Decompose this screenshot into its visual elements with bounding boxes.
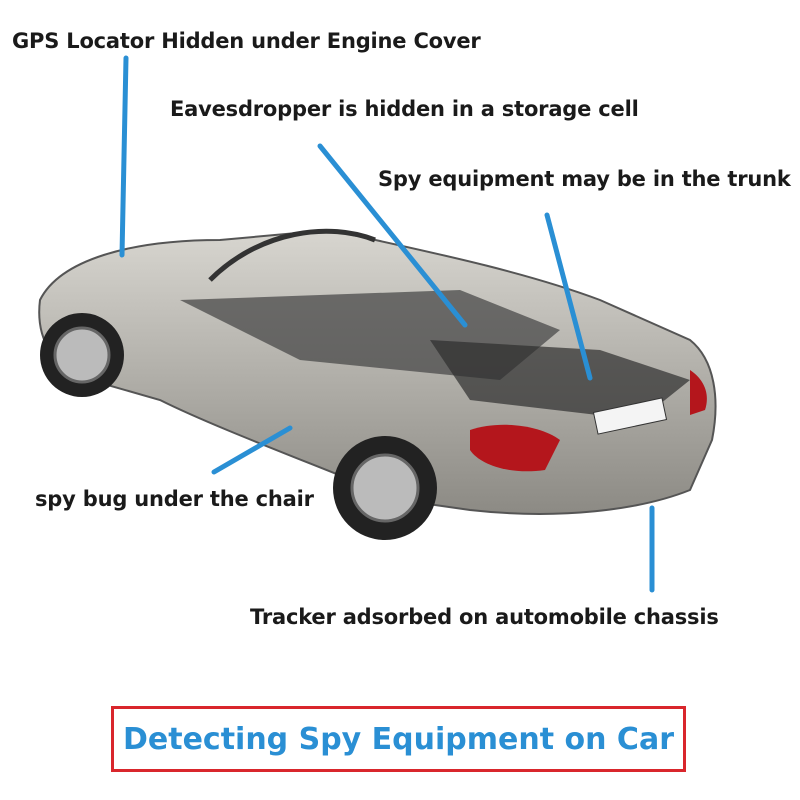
pointer-gps [119,55,129,258]
label-chassis: Tracker adsorbed on automobile chassis [250,605,719,629]
rear-wheel [333,436,437,540]
pointer-chair [211,425,293,475]
tail-light-left [470,424,560,472]
pointer-trunk [544,212,593,381]
label-eavesdropper: Eavesdropper is hidden in a storage cell [170,97,639,121]
title: Detecting Spy Equipment on Car [122,721,674,757]
windshield-frame [208,228,376,282]
front-wheel [40,313,124,397]
trunk-area [430,340,690,420]
title-box: Detecting Spy Equipment on Car [111,706,686,772]
license-plate [592,397,668,435]
pointer-eavesdropper [317,143,468,328]
tail-light-right [690,370,707,415]
label-chair: spy bug under the chair [35,487,314,511]
label-gps: GPS Locator Hidden under Engine Cover [12,29,481,53]
pointer-lines [119,55,655,593]
label-trunk: Spy equipment may be in the trunk [378,167,791,191]
